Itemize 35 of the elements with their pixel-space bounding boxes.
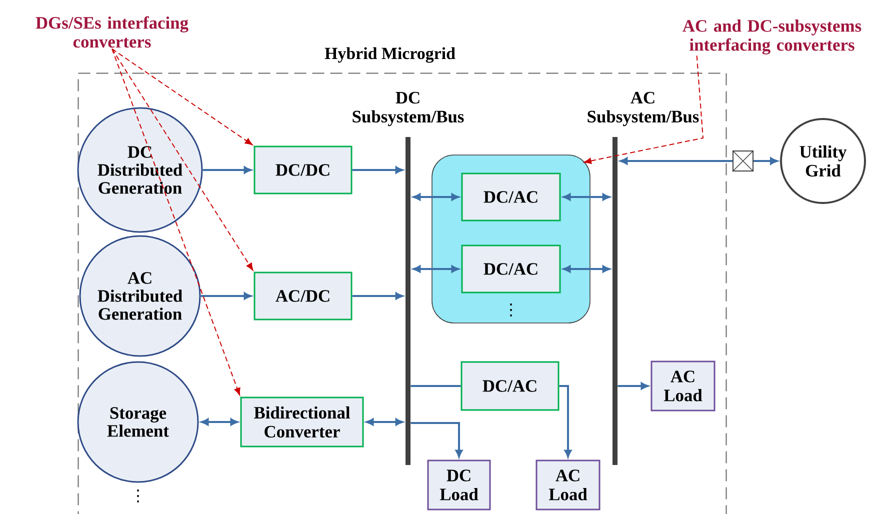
load-box: AC Load [536, 460, 600, 510]
frame-title: Hybrid Microgrid [324, 47, 456, 63]
arrow [410, 422, 463, 458]
load-box: DC Load [427, 460, 491, 510]
callout-label: DGs/SEs interfacing converters [36, 16, 188, 48]
arrow [201, 418, 238, 426]
converter-box: DC/DC [254, 146, 352, 194]
leader-line [112, 48, 253, 146]
converter-box: DC/AC [461, 244, 561, 294]
converter-box: AC/DC [254, 272, 352, 320]
converter-box: DC/AC [461, 172, 561, 222]
switch-symbol [732, 150, 754, 172]
leader-line [584, 55, 704, 164]
converter-box: Bidirectional Converter [240, 396, 364, 448]
arrow [413, 193, 459, 201]
arrow [202, 166, 252, 174]
arrow [413, 265, 459, 273]
arrow [620, 157, 732, 165]
arrow [352, 292, 403, 300]
leader-line [112, 48, 240, 396]
bus-label: AC Subsystem/Bus [588, 92, 699, 126]
arrow [352, 166, 403, 174]
arrow [563, 193, 610, 201]
bus-label: DC Subsystem/Bus [352, 92, 464, 126]
arrow [366, 418, 403, 426]
leader-line [112, 48, 254, 271]
converter-box: DC/AC [460, 361, 560, 411]
arrow [559, 385, 572, 458]
arrow [200, 292, 252, 300]
arrow [618, 382, 648, 390]
arrow [563, 265, 610, 273]
arrow [754, 157, 778, 165]
load-box: AC Load [650, 360, 716, 412]
ellipsis-mark: ⋮ [510, 304, 512, 316]
callout-label: AC and DC-subsystems interfacing converters [682, 20, 862, 54]
